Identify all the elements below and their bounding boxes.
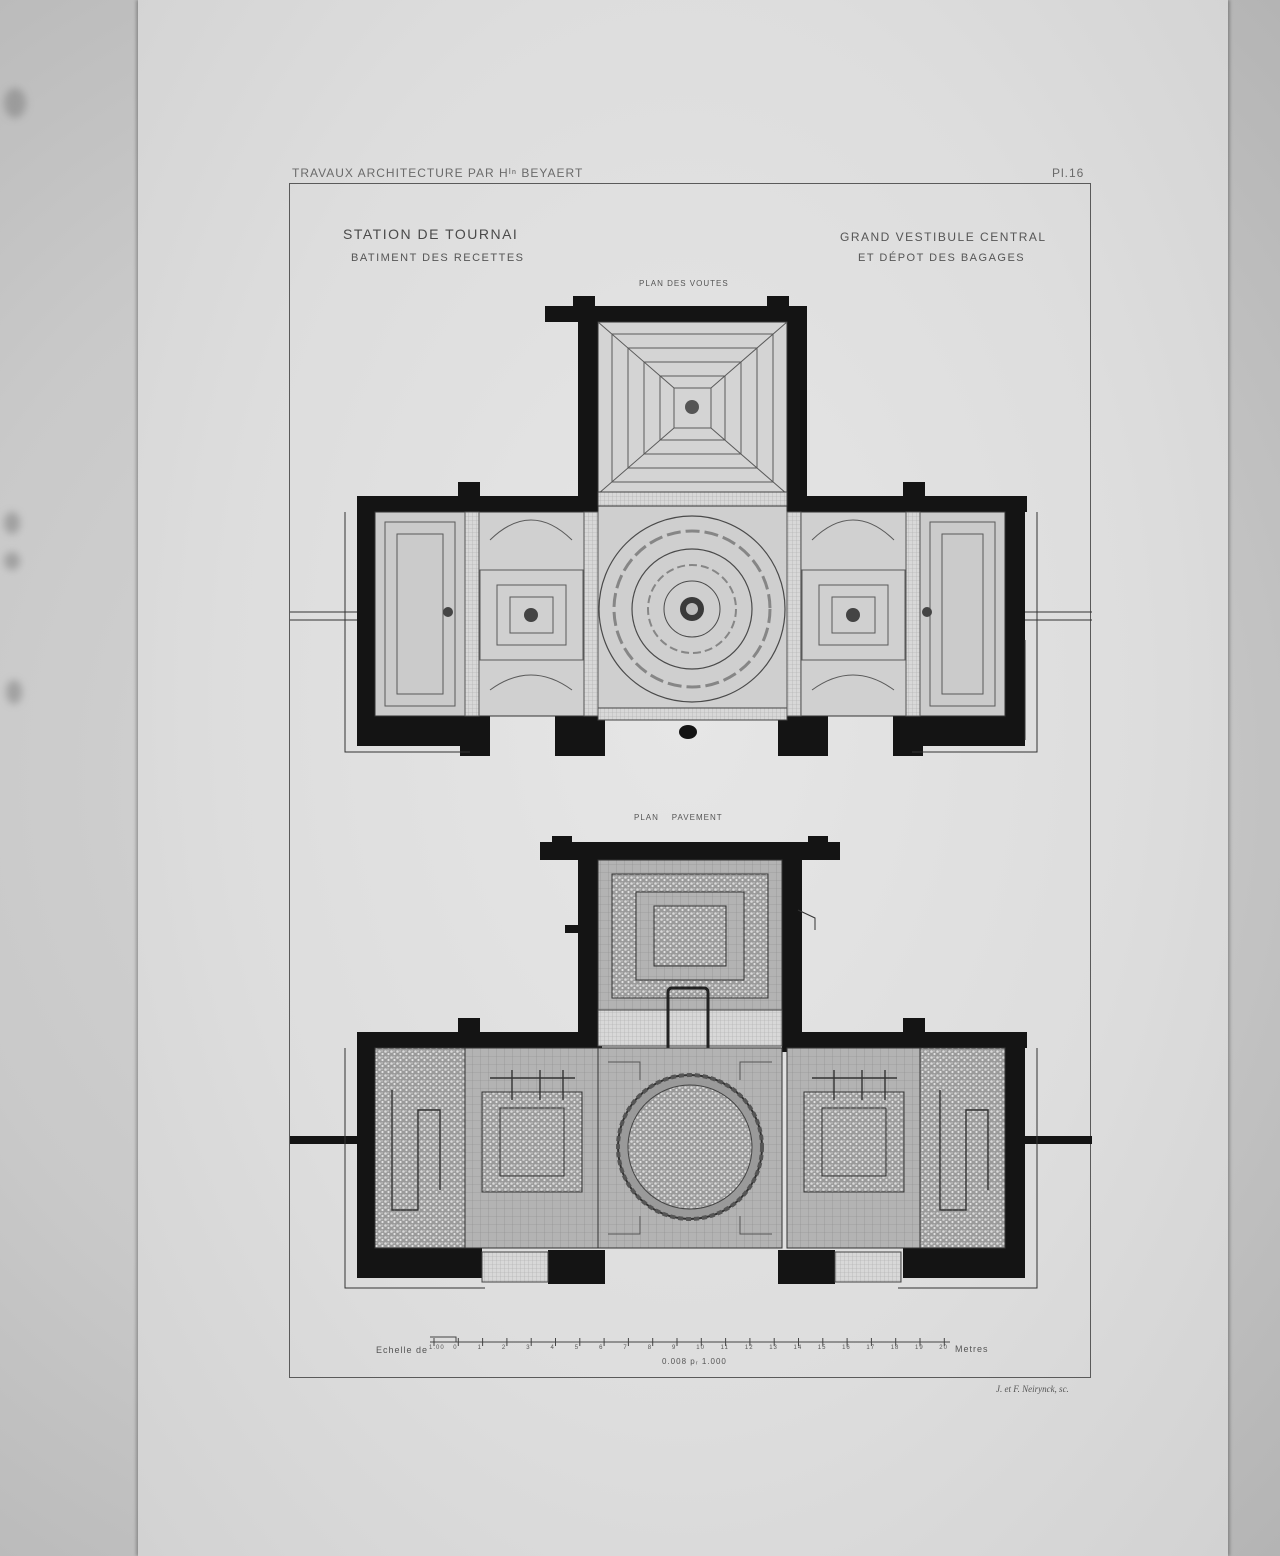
- scale-tick-label: 2: [501, 1345, 507, 1351]
- lower-plan-label: PLAN PAVEMENT: [634, 813, 723, 822]
- stain-mark: [4, 552, 20, 570]
- scale-tick-label: 1.00: [429, 1345, 445, 1351]
- title-building: BATIMENT DES RECETTES: [351, 252, 525, 264]
- scale-tick-label: 9: [672, 1345, 677, 1351]
- scale-tick-label: 19: [915, 1345, 924, 1351]
- engraver-credit: J. et F. Neirynck, sc.: [996, 1384, 1069, 1394]
- scale-tick-label: 8: [647, 1345, 653, 1351]
- pavement-plan: [290, 836, 1092, 1289]
- scale-tick-label: 4: [550, 1345, 555, 1351]
- scale-tick-label: 16: [842, 1345, 851, 1351]
- stain-mark: [4, 512, 20, 534]
- stain-mark: [4, 88, 26, 118]
- scale-tick-label: 7: [623, 1345, 628, 1351]
- title-depot: ET DÉPOT DES BAGAGES: [858, 252, 1026, 264]
- scale-tick-label: 5: [574, 1345, 580, 1351]
- header-left: TRAVAUX ARCHITECTURE PAR Hᴵⁿ BEYAERT: [292, 166, 584, 180]
- scale-tick-label: 0: [453, 1345, 458, 1351]
- scale-unit: Metres: [955, 1344, 989, 1354]
- scale-tick-label: 15: [817, 1345, 827, 1351]
- scale-tick-label: 18: [890, 1345, 900, 1351]
- scale-tick-label: 1: [477, 1345, 482, 1351]
- plate-frame: [289, 183, 1091, 1378]
- scale-bar: [430, 1336, 950, 1346]
- scale-tick-label: 3: [526, 1345, 531, 1351]
- scale-tick-label: 11: [720, 1345, 729, 1351]
- vault-plan: [290, 296, 1092, 756]
- scale-tick-label: 20: [939, 1345, 948, 1351]
- scale-ratio: 0.008 pᵣ 1.000: [662, 1357, 727, 1366]
- title-station: STATION DE TOURNAI: [343, 226, 519, 242]
- scale-tick-label: 6: [599, 1345, 604, 1351]
- plate-number: Pl.16: [1052, 166, 1085, 180]
- scale-tick-label: 13: [769, 1345, 778, 1351]
- scale-tick-label: 17: [866, 1345, 876, 1351]
- upper-plan-label: PLAN DES VOUTES: [639, 279, 729, 288]
- stain-mark: [6, 680, 22, 704]
- scale-prefix: Echelle de: [376, 1345, 429, 1355]
- scale-tick-label: 14: [793, 1345, 803, 1351]
- scale-tick-label: 12: [744, 1345, 754, 1351]
- drawing-sheet: [138, 0, 1228, 1556]
- title-vestibule: GRAND VESTIBULE CENTRAL: [840, 230, 1047, 244]
- scale-tick-label: 10: [696, 1345, 705, 1351]
